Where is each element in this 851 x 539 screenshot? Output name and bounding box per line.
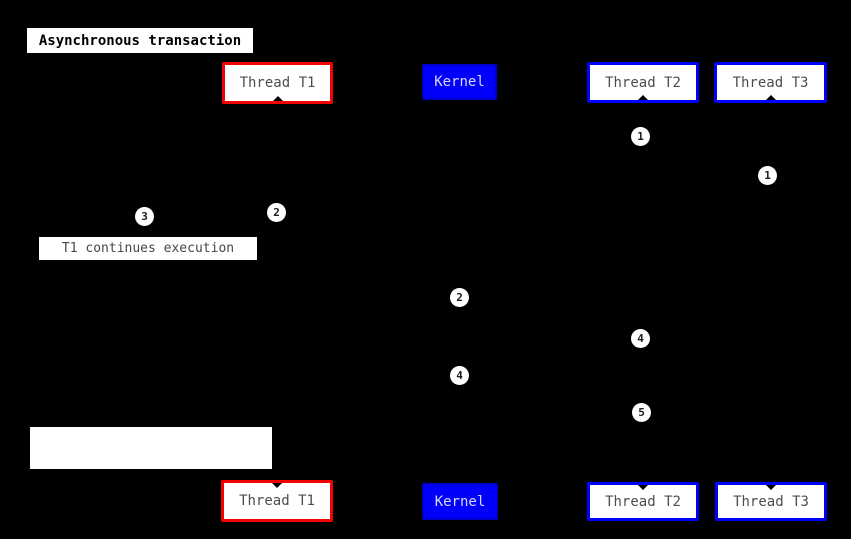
step-badge-3: 3 bbox=[135, 207, 154, 226]
note-blank bbox=[30, 427, 272, 469]
note-t1-continues-execution: T1 continues execution bbox=[39, 237, 257, 260]
actor-thread-t2-top: Thread T2 bbox=[587, 62, 699, 103]
step-badge-2: 2 bbox=[450, 288, 469, 307]
diagram-title: Asynchronous transaction bbox=[27, 28, 253, 53]
actor-thread-t3-top: Thread T3 bbox=[714, 62, 827, 103]
lifeline-notch bbox=[272, 96, 283, 101]
actor-kernel-top: Kernel bbox=[422, 64, 497, 100]
actor-thread-t3-label: Thread T3 bbox=[733, 493, 809, 510]
step-badge-1: 1 bbox=[758, 166, 777, 185]
actor-thread-t1-top: Thread T1 bbox=[222, 62, 333, 104]
step-badge-5: 5 bbox=[632, 403, 651, 422]
actor-thread-t3-bottom: Thread T3 bbox=[715, 482, 827, 521]
step-badge-4: 4 bbox=[631, 329, 650, 348]
actor-thread-t1-label: Thread T1 bbox=[239, 493, 315, 509]
actor-kernel-label: Kernel bbox=[434, 74, 485, 90]
actor-thread-t2-bottom: Thread T2 bbox=[587, 482, 699, 521]
lifeline-notch bbox=[638, 95, 648, 100]
lifeline-notch bbox=[272, 483, 282, 488]
step-badge-2: 2 bbox=[267, 203, 286, 222]
actor-thread-t1-label: Thread T1 bbox=[239, 75, 316, 91]
actor-thread-t2-label: Thread T2 bbox=[605, 493, 681, 510]
actor-kernel-bottom: Kernel bbox=[422, 483, 498, 520]
actor-thread-t3-label: Thread T3 bbox=[732, 74, 809, 91]
step-badge-4: 4 bbox=[450, 366, 469, 385]
step-badge-1: 1 bbox=[631, 127, 650, 146]
actor-thread-t1-bottom: Thread T1 bbox=[221, 480, 333, 522]
actor-kernel-label: Kernel bbox=[434, 493, 486, 510]
lifeline-notch bbox=[765, 95, 776, 100]
lifeline-notch bbox=[638, 485, 648, 490]
lifeline-notch bbox=[766, 485, 776, 490]
actor-thread-t2-label: Thread T2 bbox=[605, 74, 681, 91]
